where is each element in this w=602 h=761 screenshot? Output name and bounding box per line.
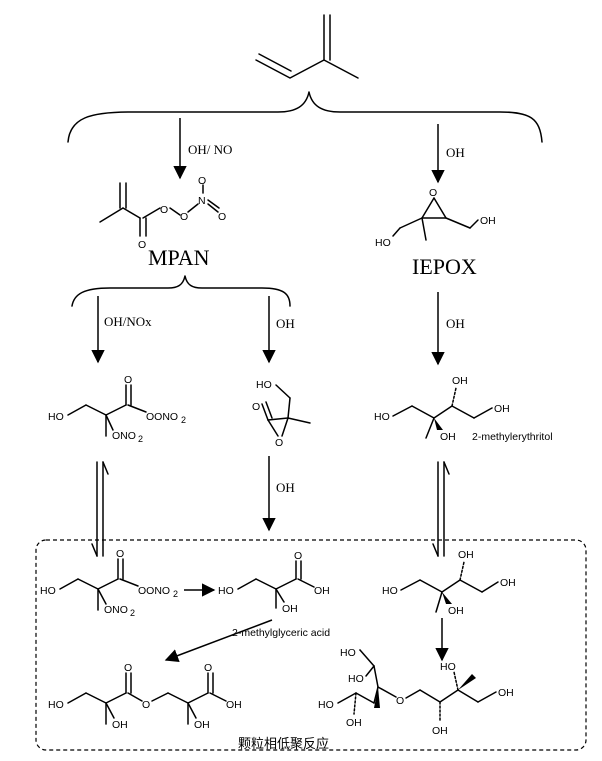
- svg-text:ONO: ONO: [112, 430, 136, 442]
- svg-text:HO: HO: [440, 661, 456, 673]
- svg-text:OH: OH: [346, 717, 362, 729]
- svg-text:HO: HO: [382, 585, 398, 597]
- reagent-oh-right-mid: OH: [446, 316, 465, 331]
- svg-text:HO: HO: [348, 673, 364, 685]
- svg-text:O: O: [218, 211, 226, 223]
- dimer-ester-structure: HO OH O O OH O OH: [48, 662, 242, 731]
- reagent-oh-center: OH: [276, 480, 295, 495]
- mid-brace: [71, 275, 291, 307]
- svg-text:O: O: [142, 699, 150, 711]
- methylerythritol-structure: HO OH OH OH: [374, 375, 510, 443]
- svg-text:2: 2: [138, 434, 143, 444]
- svg-text:OH: OH: [194, 719, 210, 731]
- svg-text:O: O: [124, 374, 132, 386]
- particle-phase-box: [35, 539, 587, 751]
- compound-iepox: IEPOX: [412, 254, 477, 279]
- ether-dimer-structure: HO OH HO HO O OH HO OH: [318, 647, 514, 737]
- svg-text:HO: HO: [374, 411, 390, 423]
- svg-text:OH: OH: [500, 577, 516, 589]
- svg-text:N: N: [198, 195, 206, 207]
- svg-text:OH: OH: [498, 687, 514, 699]
- svg-text:OH: OH: [282, 603, 298, 615]
- svg-text:HO: HO: [318, 699, 334, 711]
- svg-text:HO: HO: [48, 699, 64, 711]
- svg-text:OH: OH: [494, 403, 510, 415]
- hydroxy-nitrate-pan-structure: HO ONO 2 O OONO 2: [48, 374, 186, 444]
- svg-text:O: O: [160, 204, 168, 216]
- mpan-structure: O O O N O O: [99, 175, 226, 251]
- svg-text:2: 2: [181, 415, 186, 425]
- svg-text:HO: HO: [40, 585, 56, 597]
- svg-text:OH: OH: [226, 699, 242, 711]
- svg-text:O: O: [138, 239, 146, 251]
- svg-text:OH: OH: [448, 605, 464, 617]
- top-brace: [67, 91, 543, 143]
- mae-structure: HO O O: [252, 379, 311, 449]
- box-label: 颗粒相低聚反应: [238, 736, 329, 752]
- svg-text:2: 2: [173, 589, 178, 599]
- svg-text:OH: OH: [112, 719, 128, 731]
- svg-text:OH: OH: [452, 375, 468, 387]
- reagent-oh-nox: OH/NOx: [104, 314, 152, 329]
- svg-text:HO: HO: [48, 411, 64, 423]
- reagent-oh-no: OH/ NO: [188, 142, 232, 157]
- box-nitrate-structure: HO ONO 2 O OONO 2: [40, 548, 178, 618]
- svg-text:O: O: [124, 662, 132, 674]
- equilibrium-right: [432, 461, 450, 557]
- box-methylerythritol-structure: HO OH OH OH: [382, 549, 516, 617]
- compound-methylerythritol: 2-methylerythritol: [472, 431, 553, 443]
- svg-text:OH: OH: [432, 725, 448, 737]
- svg-text:HO: HO: [256, 379, 272, 391]
- svg-text:O: O: [429, 187, 437, 199]
- svg-text:O: O: [252, 401, 260, 413]
- methylglyceric-acid-structure: HO OH O OH: [218, 550, 330, 615]
- svg-text:O: O: [294, 550, 302, 562]
- svg-text:OH: OH: [458, 549, 474, 561]
- compound-methylglyceric-acid: 2-methylglyceric acid: [232, 627, 330, 639]
- svg-text:OH: OH: [314, 585, 330, 597]
- svg-text:O: O: [116, 548, 124, 560]
- iepox-structure: O HO OH: [375, 187, 496, 249]
- svg-text:O: O: [204, 662, 212, 674]
- svg-text:OONO: OONO: [138, 585, 170, 597]
- svg-text:HO: HO: [340, 647, 356, 659]
- svg-text:OONO: OONO: [146, 411, 178, 423]
- isoprene-structure: [255, 14, 359, 79]
- svg-text:O: O: [396, 695, 404, 707]
- reagent-oh-right-top: OH: [446, 145, 465, 160]
- arrow-to-dimer: [164, 619, 273, 663]
- svg-text:2: 2: [130, 608, 135, 618]
- svg-text:HO: HO: [218, 585, 234, 597]
- svg-text:O: O: [275, 437, 283, 449]
- svg-text:O: O: [180, 211, 188, 223]
- svg-text:O: O: [198, 175, 206, 187]
- svg-text:OH: OH: [440, 431, 456, 443]
- svg-text:ONO: ONO: [104, 604, 128, 616]
- equilibrium-left: [91, 461, 109, 557]
- svg-text:OH: OH: [480, 215, 496, 227]
- compound-mpan: MPAN: [148, 245, 210, 270]
- svg-text:HO: HO: [375, 237, 391, 249]
- reagent-oh-mid: OH: [276, 316, 295, 331]
